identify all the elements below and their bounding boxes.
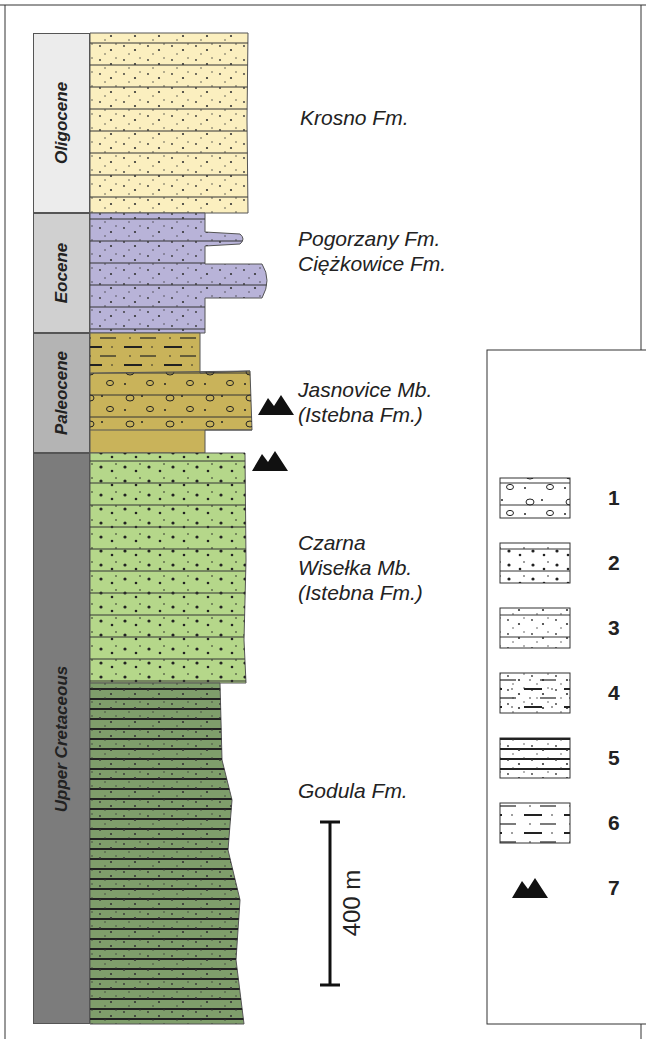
age-band: Eocene [33, 213, 90, 333]
legend-number: 2 [608, 551, 620, 575]
unit-name: Jasnovice Mb. (Istebna Fm.) [298, 377, 463, 427]
legend-number: 1 [608, 486, 620, 510]
legend-number: 3 [608, 616, 620, 640]
age-name: Upper Cretaceous [52, 665, 72, 811]
age-band: Oligocene [33, 33, 90, 213]
legend-number: 6 [608, 811, 620, 835]
unit-name: Czarna Wisełka Mb. (Istebna Fm.) [298, 530, 443, 606]
age-band: Upper Cretaceous [33, 453, 90, 1024]
unit-name: Godula Fm. [298, 778, 478, 803]
legend-number: 7 [608, 876, 620, 900]
unit-name: Krosno Fm. [300, 105, 500, 130]
scale-label: 400 m [338, 870, 367, 937]
age-name: Paleocene [52, 351, 72, 435]
unit-name: Pogorzany Fm. Ciężkowice Fm. [298, 226, 473, 276]
legend-number: 4 [608, 681, 620, 705]
legend-number: 5 [608, 746, 620, 770]
age-name: Oligocene [52, 82, 72, 164]
age-name: Eocene [52, 243, 72, 303]
age-band: Paleocene [33, 333, 90, 453]
